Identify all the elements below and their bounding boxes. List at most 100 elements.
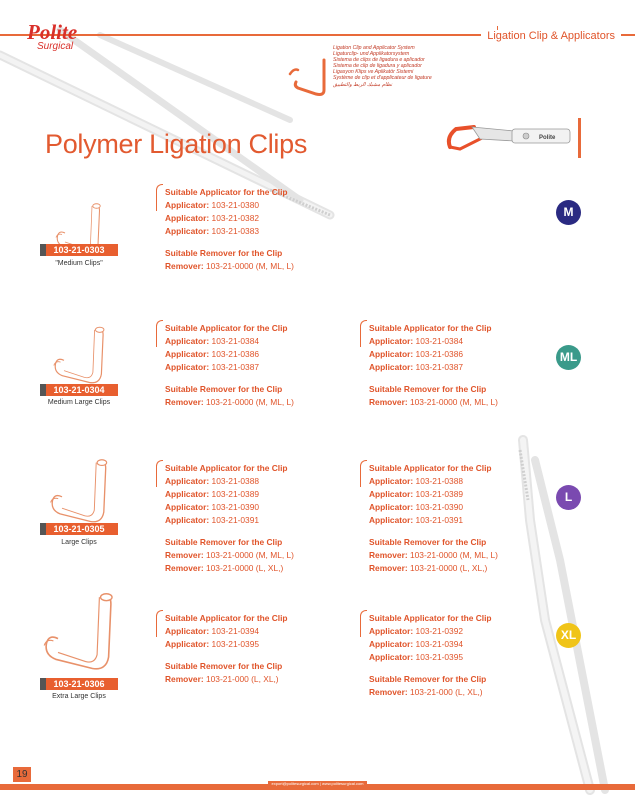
applicator-label: Applicator: (369, 515, 414, 525)
applicator-heading: Suitable Applicator for the Clip (369, 323, 492, 333)
lang-line: Sistema de clips de ligadura e aplicador (333, 57, 425, 64)
remover-label: Remover: (165, 563, 204, 573)
applicator-code: 103-21-0389 (211, 489, 260, 499)
lang-line: Ligasyon Klips ve Aplikatör Sistemi (333, 69, 414, 76)
applicator-heading: Suitable Applicator for the Clip (369, 613, 492, 623)
applicator-code: 103-21-0388 (415, 476, 464, 486)
applicator-code: 103-21-0390 (211, 502, 260, 512)
applicator-code: 103-21-0390 (415, 502, 464, 512)
applicator-label: Applicator: (165, 200, 210, 210)
footer-text: export@politesurgical.com | www.politesu… (268, 781, 367, 786)
applicator-label: Applicator: (165, 626, 210, 636)
remover-label: Remover: (369, 563, 408, 573)
remover-label: Remover: (165, 550, 204, 560)
spacer (369, 527, 498, 536)
applicator-line: Applicator: 103-21-0391 (165, 514, 294, 527)
remover-code: 103-21-0000 (M, ML, L) (205, 261, 294, 271)
applicator-label: Applicator: (369, 349, 414, 359)
applicator-label: Applicator: (369, 652, 414, 662)
applicator-label: Applicator: (165, 349, 210, 359)
applicator-heading: Suitable Applicator for the Clip (369, 463, 492, 473)
page-title: Polymer Ligation Clips (45, 129, 308, 159)
remover-line: Remover: 103-21-0000 (M, ML, L) (369, 549, 498, 562)
applicator-code: 103-21-0392 (415, 626, 464, 636)
remover-heading: Suitable Remover for the Clip (369, 674, 487, 684)
applicator-label: Applicator: (165, 476, 210, 486)
product-code-badge: 103-21-0303 (40, 244, 118, 256)
size-badge: XL (556, 623, 581, 648)
applicator-label: Applicator: (369, 476, 414, 486)
applicator-label: Applicator: (369, 639, 414, 649)
svg-text:Polite: Polite (539, 135, 556, 141)
spacer (369, 664, 492, 673)
applicator-label: Applicator: (369, 362, 414, 372)
multilingual-description: Ligation Clip and Applicator System Liga… (333, 45, 503, 88)
applicator-code: 103-21-0389 (415, 489, 464, 499)
remover-heading: Suitable Remover for the Clip (369, 537, 487, 547)
remover-code: 103-21-0000 (M, ML, L) (205, 397, 294, 407)
block-bracket (360, 460, 367, 487)
applicator-code: 103-21-0383 (211, 226, 260, 236)
lang-line: Ligaturclip- und Applikatorsystem (333, 51, 410, 58)
block-bracket (156, 184, 163, 211)
remover-label: Remover: (165, 261, 204, 271)
spacer (165, 238, 294, 247)
remover-code: 103-21-000 (L, XL,) (409, 687, 483, 697)
clip-image (53, 326, 105, 384)
applicator-line: Applicator: 103-21-0386 (165, 348, 294, 361)
brand-logo: Polite Surgical (27, 22, 77, 52)
product-code-badge: 103-21-0304 (40, 384, 118, 396)
applicator-code: 103-21-0388 (211, 476, 260, 486)
applicator-label: Applicator: (165, 502, 210, 512)
applicator-line: Applicator: 103-21-0388 (369, 475, 498, 488)
remover-heading: Suitable Remover for the Clip (165, 384, 283, 394)
applicator-code: 103-21-0394 (415, 639, 464, 649)
applicator-line: Applicator: 103-21-0394 (369, 638, 492, 651)
applicator-label: Applicator: (165, 336, 210, 346)
product-caption: Medium Large Clips (47, 399, 111, 406)
block-bracket (156, 320, 163, 347)
block-bracket (156, 460, 163, 487)
section-title: Ligation Clip & Applicators (481, 30, 621, 42)
applicator-code: 103-21-0386 (415, 349, 464, 359)
applicator-label: Applicator: (369, 336, 414, 346)
remover-label: Remover: (165, 674, 204, 684)
applicator-line: Applicator: 103-21-0394 (165, 625, 288, 638)
clip-hook-icon (288, 58, 326, 96)
remover-code: 103-21-0000 (M, ML, L) (205, 550, 294, 560)
applicator-line: Applicator: 103-21-0390 (165, 501, 294, 514)
spacer (165, 374, 294, 383)
remover-label: Remover: (369, 397, 408, 407)
clip-image (50, 459, 108, 523)
remover-label: Remover: (165, 397, 204, 407)
remover-line: Remover: 103-21-0000 (L, XL,) (165, 562, 294, 575)
applicator-line: Applicator: 103-21-0392 (369, 625, 492, 638)
brand-name: Polite (27, 20, 78, 44)
footer-bar (0, 784, 635, 790)
remover-heading: Suitable Remover for the Clip (165, 537, 283, 547)
remover-label: Remover: (369, 550, 408, 560)
applicator-label: Applicator: (165, 213, 210, 223)
applicator-heading: Suitable Applicator for the Clip (165, 323, 288, 333)
applicator-code: 103-21-0387 (415, 362, 464, 372)
accent-bar (578, 118, 581, 158)
applicator-label: Applicator: (165, 515, 210, 525)
remover-heading: Suitable Remover for the Clip (165, 248, 283, 258)
remover-code: 103-21-0000 (L, XL,) (409, 563, 488, 573)
applicator-line: Applicator: 103-21-0382 (165, 212, 294, 225)
brand-subtitle: Surgical (37, 41, 74, 52)
block-bracket (360, 320, 367, 347)
remover-code: 103-21-0000 (M, ML, L) (409, 550, 498, 560)
applicator-line: Applicator: 103-21-0388 (165, 475, 294, 488)
applicator-line: Applicator: 103-21-0395 (369, 651, 492, 664)
remover-heading: Suitable Remover for the Clip (165, 661, 283, 671)
applicator-heading: Suitable Applicator for the Clip (165, 613, 288, 623)
applicator-line: Applicator: 103-21-0391 (369, 514, 498, 527)
footer-contact: export@politesurgical.com | www.politesu… (0, 781, 635, 786)
product-caption: Large Clips (61, 539, 97, 546)
applicator-label: Applicator: (369, 502, 414, 512)
